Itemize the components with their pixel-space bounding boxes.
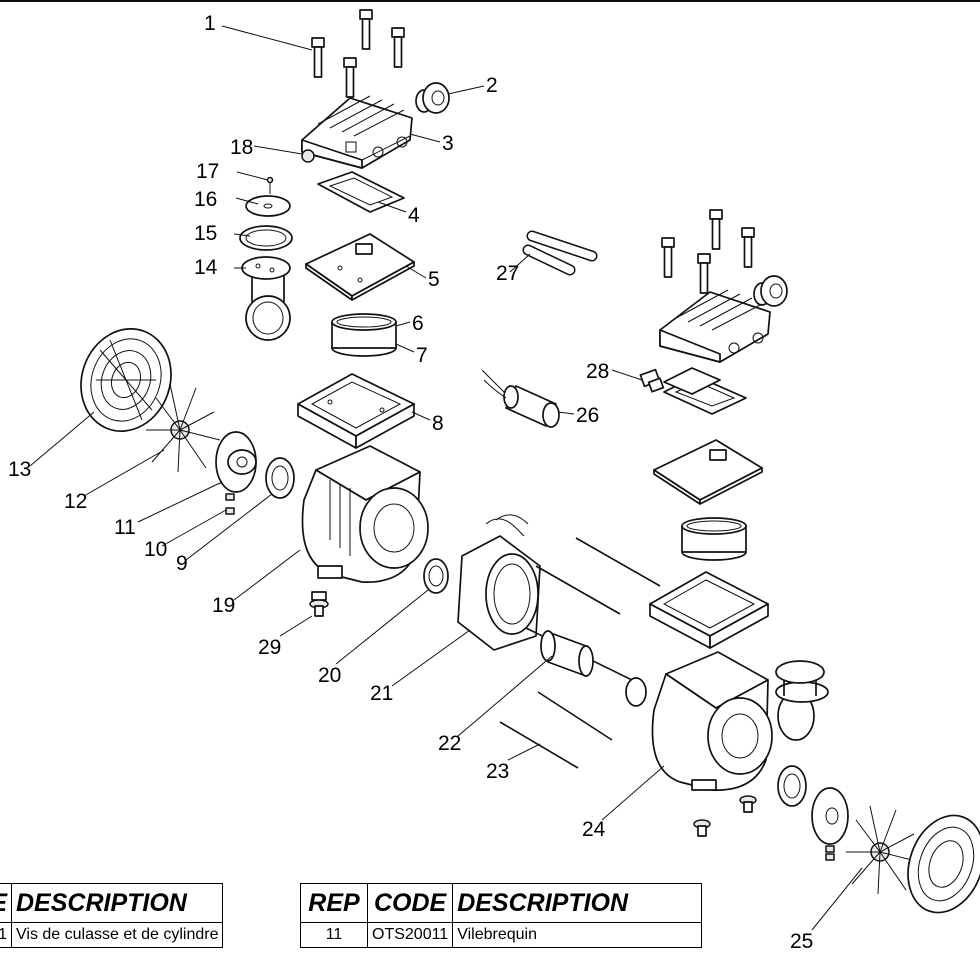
column-header-rep: REP: [300, 883, 368, 923]
fan-right: [846, 805, 921, 895]
bearing-center: [423, 558, 449, 594]
valve-nut: [301, 149, 315, 163]
callout-5: 5: [428, 268, 440, 291]
callout-19: 19: [212, 594, 235, 617]
table-row: 11 OTS20011 Vilebrequin: [300, 922, 703, 948]
air-filter-plug: [415, 82, 450, 114]
callout-9: 9: [176, 552, 188, 575]
parts-table-right: REP CODE DESCRIPTION 11 OTS20011 Vilebre…: [300, 883, 703, 948]
callout-3: 3: [442, 132, 454, 155]
callout-26: 26: [576, 404, 599, 427]
callout-2: 2: [486, 74, 498, 97]
bearing-left: [265, 457, 295, 499]
set-screw: [225, 493, 235, 515]
callout-16: 16: [194, 188, 217, 211]
callout-22: 22: [438, 732, 461, 755]
fan-cover-left: [80, 328, 172, 432]
crankcase-left: [301, 445, 429, 583]
parts-table-left: E DESCRIPTION 01 Vis de culasse et de cy…: [0, 883, 224, 948]
callout-1: 1: [204, 12, 216, 35]
fan-cover-right: [907, 814, 980, 914]
cylinder-sleeve: [331, 313, 397, 357]
bearing-right: [777, 765, 807, 807]
cylinder-head: [301, 95, 413, 169]
callout-6: 6: [412, 312, 424, 335]
callout-24: 24: [582, 818, 606, 841]
callout-numbers: 1 2 3 4 5 6 7 8 9 10 11 12 13 14 15 16 1…: [8, 12, 813, 953]
callout-4: 4: [408, 204, 420, 227]
valve-plate-right: [653, 439, 763, 505]
air-filter-plug-right: [753, 275, 788, 307]
cell-rep: 11: [300, 922, 368, 948]
callout-25: 25: [790, 930, 813, 953]
stator: [457, 514, 541, 651]
callout-11: 11: [114, 516, 136, 539]
table-row: 01 Vis de culasse et de cylindre: [0, 922, 224, 948]
cylinder-bolts-right: [661, 209, 755, 294]
rotor: [525, 627, 641, 685]
tie-rods: [499, 537, 661, 769]
callout-8: 8: [432, 412, 444, 435]
transfer-tubes: [522, 230, 598, 276]
piston-ring: [239, 225, 293, 251]
callout-27: 27: [496, 262, 519, 285]
rubber-foot-right: [693, 795, 757, 837]
cell-description: Vis de culasse et de cylindre: [10, 922, 224, 948]
cylinder-block-right: [649, 571, 769, 649]
valve-plate: [305, 233, 415, 301]
capacitor: [481, 369, 560, 428]
table-header-row: E DESCRIPTION: [0, 883, 224, 923]
callout-29: 29: [258, 636, 281, 659]
rubber-foot: [309, 591, 329, 617]
gasket-right: [663, 367, 747, 415]
callout-20: 20: [318, 664, 341, 687]
crank-right: [811, 787, 849, 861]
connecting-rod: [241, 256, 291, 341]
callout-10: 10: [144, 538, 167, 561]
cylinder-block: [297, 373, 415, 449]
piston-right: [775, 660, 825, 696]
table-header-row: REP CODE DESCRIPTION: [300, 883, 703, 923]
cell-code: 01: [0, 922, 12, 948]
column-header-code: CODE: [366, 883, 454, 923]
elbow-fitting: [639, 368, 665, 393]
callout-7: 7: [416, 344, 428, 367]
callout-15: 15: [194, 222, 217, 245]
cylinder-bolts: [311, 9, 405, 98]
callout-18: 18: [230, 136, 253, 159]
sleeve-right: [681, 517, 747, 561]
cell-code: OTS20011: [366, 922, 454, 948]
piston-disc: [245, 176, 291, 217]
column-header-code: E: [0, 883, 12, 923]
callout-13: 13: [8, 458, 31, 481]
callout-17: 17: [196, 160, 219, 183]
head-gasket: [317, 171, 405, 213]
cylinder-head-right: [659, 289, 771, 363]
callout-28: 28: [586, 360, 609, 383]
cell-description: Vilebrequin: [452, 922, 703, 948]
crankcase-right: [625, 651, 829, 791]
leader-lines: [29, 25, 863, 931]
column-header-description: DESCRIPTION: [452, 883, 703, 923]
callout-12: 12: [64, 490, 87, 513]
callout-23: 23: [486, 760, 509, 783]
crankshaft: [215, 431, 257, 493]
callout-21: 21: [370, 682, 393, 705]
callout-14: 14: [194, 256, 218, 279]
fan-left: [146, 383, 221, 473]
column-header-description: DESCRIPTION: [10, 883, 224, 923]
